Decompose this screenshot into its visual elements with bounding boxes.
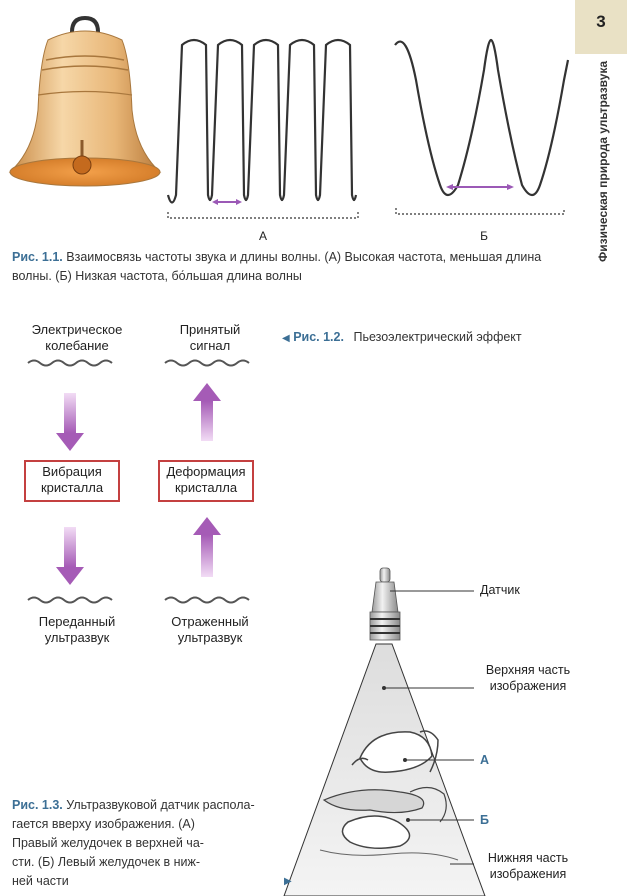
signal-wave-left-top [27, 359, 113, 367]
label-reflected-ultrasound: Отраженный ультразвук [171, 614, 249, 645]
figure-1-3-caption: Рис. 1.3. Ультразвуковой датчик распола-… [12, 798, 255, 888]
wave-b: Б [394, 38, 570, 243]
signal-wave-right-bottom [164, 596, 250, 604]
arrow-down-lower [56, 527, 84, 585]
arrow-up-upper [193, 383, 221, 441]
wave-a-label: А [259, 229, 267, 243]
label-b: Б [480, 813, 489, 827]
page-number: 3 [596, 12, 606, 31]
label-top-of-image: Верхняя часть изображения [485, 663, 571, 693]
label-bottom-of-image: Нижняя часть изображения [487, 851, 569, 881]
heart-structures [319, 730, 459, 861]
signal-wave-right-top [164, 359, 250, 367]
chapter-side-title: Физическая природа ультразвука [596, 60, 610, 262]
ultrasound-probe [369, 567, 401, 641]
figure-1-1-caption: Рис. 1.1. Взаимосвязь частоты звука и дл… [12, 248, 572, 286]
page-number-tab: 3 [575, 0, 627, 54]
label-transmitted-ultrasound: Переданный ультразвук [38, 614, 116, 645]
figure-1-1-caption-label: Рис. 1.1. [12, 250, 63, 264]
label-a: А [480, 753, 490, 767]
figure-1-3 [283, 567, 486, 896]
box-crystal-vibration: Вибрация кристалла [24, 460, 120, 502]
signal-wave-left-bottom [27, 596, 113, 604]
arrow-up-lower [193, 517, 221, 577]
figure-1-1-caption-line2: волны. (Б) Низкая частота, бо́льшая длин… [12, 269, 302, 283]
figure-1-3-pointer: ▶ [284, 876, 292, 887]
figure-1-1: А Б [8, 15, 570, 243]
label-probe: Датчик [480, 583, 520, 597]
figure-1-2-caption: ◀ Рис. 1.2. Пьезоэлектрический эффект [282, 330, 522, 344]
box-crystal-deformation: Деформация кристалла [158, 460, 254, 502]
figure-1-1-caption-line1: Взаимосвязь частоты звука и длины волны.… [66, 250, 542, 264]
label-electrical-oscillation: Электрическое колебание [31, 322, 123, 353]
figure-1-2-diagram [27, 359, 250, 604]
wave-b-label: Б [480, 229, 488, 243]
label-received-signal: Принятый сигнал [179, 322, 241, 353]
arrow-down-upper [56, 393, 84, 451]
wave-a: А [166, 38, 359, 243]
bell-illustration [8, 15, 162, 187]
